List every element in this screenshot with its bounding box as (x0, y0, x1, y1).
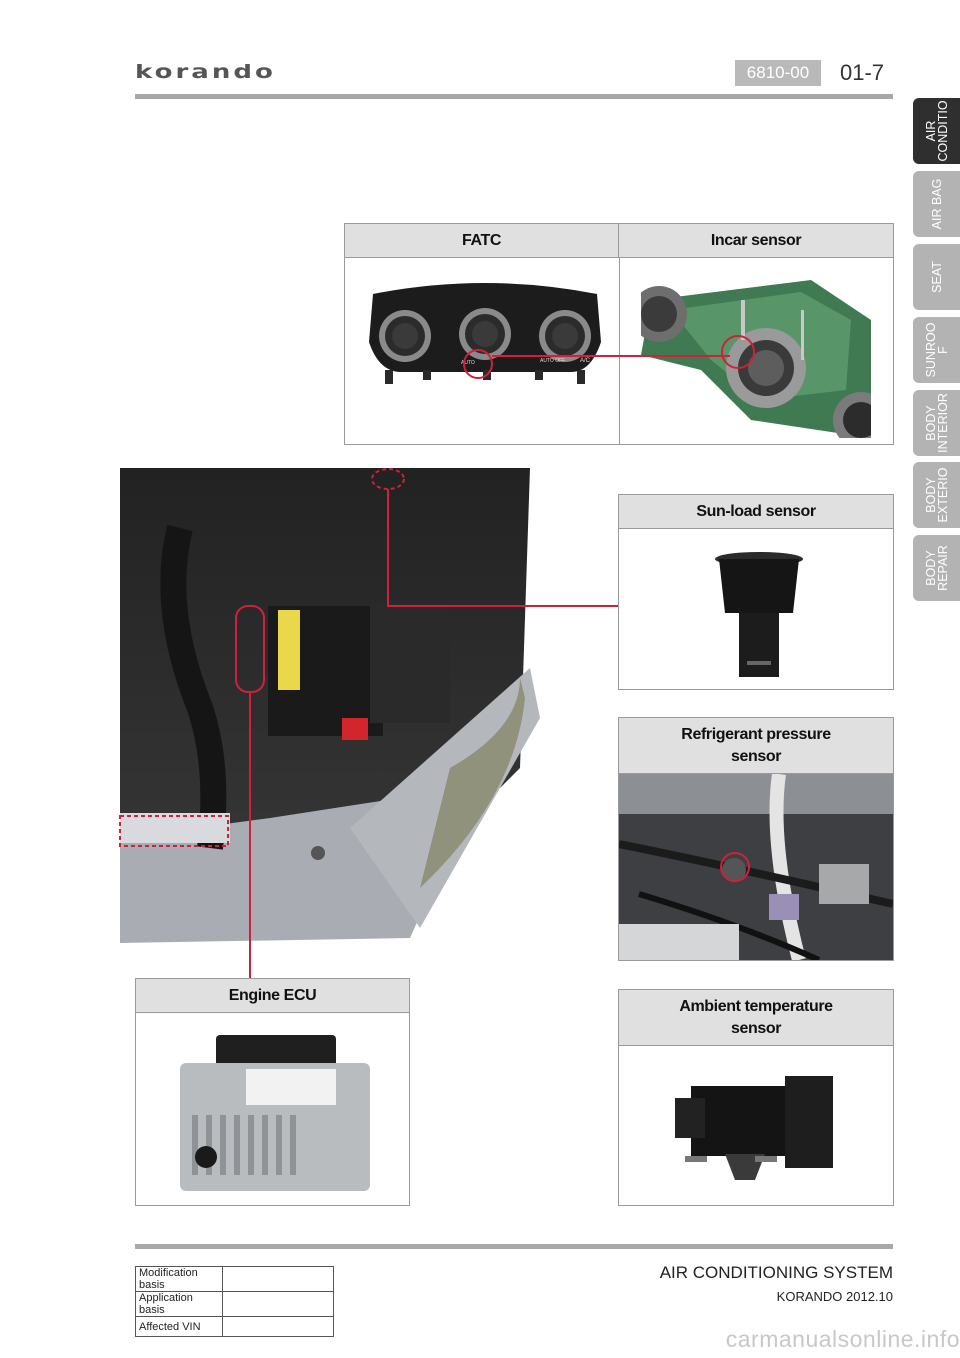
fatc-panel-image: AUTO OFF A/C AUTO (369, 283, 601, 384)
incar-sensor-marker (721, 335, 755, 369)
watermark[interactable]: carmanualsonline.info (725, 1326, 960, 1352)
fatc-incar-table: FATC Incar sensor AUTO OFF A/C AUTO (344, 223, 894, 445)
refrigerant-callout-marker (720, 852, 750, 882)
brand-logo: korando (135, 62, 276, 83)
sunload-sensor-box: Sun-load sensor (618, 494, 894, 690)
tab-body-exterior[interactable]: BODY EXTERIO (913, 462, 960, 528)
refrigerant-sensor-box: Refrigerant pressure sensor (618, 717, 894, 961)
tab-body-repair[interactable]: BODY REPAIR (913, 535, 960, 601)
incar-callout-marker (463, 349, 493, 379)
tab-sunroof[interactable]: SUNROO F (913, 317, 960, 383)
refrigerant-sensor-image (619, 774, 893, 960)
ambient-heading: Ambient temperature sensor (619, 990, 893, 1046)
modification-basis-value (222, 1266, 334, 1292)
engine-ecu-box: Engine ECU (135, 978, 410, 1206)
table-row: Application basis (135, 1291, 334, 1317)
engine-bay-image (120, 468, 540, 943)
table-row: Modification basis (135, 1266, 334, 1292)
sunload-sensor-image (715, 552, 803, 677)
engine-ecu-image (180, 1035, 370, 1191)
incar-sensor-image (641, 280, 871, 438)
affected-vin-label: Affected VIN (135, 1316, 223, 1337)
tab-air-bag[interactable]: AIR BAG (913, 171, 960, 237)
section-code-badge: 6810-00 (735, 60, 821, 86)
model-date: KORANDO 2012.10 (776, 1289, 893, 1304)
sunload-callout-marker (371, 468, 405, 490)
auto-off-label: AUTO OFF (540, 358, 565, 364)
tab-body-interior[interactable]: BODY INTERIOR (913, 390, 960, 456)
auto-label: AUTO (461, 360, 475, 366)
incar-heading: Incar sensor (619, 224, 893, 258)
ac-label: A/C (580, 358, 591, 364)
footer-divider (135, 1244, 893, 1249)
fatc-heading: FATC (345, 224, 619, 258)
tab-air-conditioning[interactable]: AIR CONDITIO (913, 98, 960, 164)
header-divider (135, 94, 893, 99)
system-title: AIR CONDITIONING SYSTEM (659, 1263, 893, 1282)
table-row: Affected VIN (135, 1316, 334, 1337)
ecu-callout-marker (235, 605, 265, 693)
page-number: 01-7 (840, 60, 885, 85)
tab-seat[interactable]: SEAT (913, 244, 960, 310)
ambient-sensor-image (675, 1076, 833, 1180)
refrigerant-heading: Refrigerant pressure sensor (619, 718, 893, 774)
sunload-callout-line (387, 489, 618, 607)
affected-vin-value (222, 1316, 334, 1337)
ambient-sensor-box: Ambient temperature sensor (618, 989, 894, 1206)
ambient-callout-marker (119, 815, 229, 847)
sunload-heading: Sun-load sensor (619, 495, 893, 529)
application-basis-label: Application basis (135, 1291, 223, 1317)
engine-ecu-heading: Engine ECU (136, 979, 409, 1013)
modification-basis-label: Modification basis (135, 1266, 223, 1292)
column-divider (619, 258, 620, 444)
modification-table: Modification basis Application basis Aff… (135, 1266, 334, 1337)
application-basis-value (222, 1291, 334, 1317)
